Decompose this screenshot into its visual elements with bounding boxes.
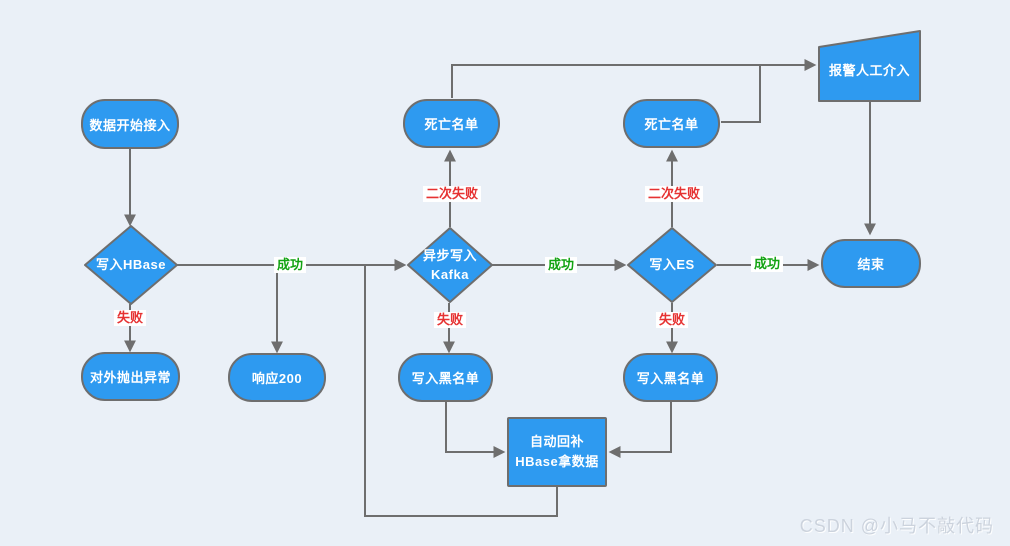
auto-backfill-label-line1: 自动回补 [529,433,584,449]
hbase-decision-diamond [84,225,178,305]
edge-label-success-kafka: 成功 [544,257,578,273]
kafka-decision-label: 异步写入 Kafka [406,240,494,290]
kafka-label-line2: Kafka [431,267,469,282]
edge-blacklist-left-to-auto-backfill [445,402,506,458]
edge-label-fail-es: 失败 [655,312,689,328]
edge-label-fail-hbase: 失败 [113,310,147,326]
csdn-watermark: CSDN @小马不敲代码 [799,516,994,536]
edge-label-success-hbase: 成功 [273,257,307,273]
flow-node-start: 数据开始接入 [81,99,179,149]
kafka-decision-diamond [407,227,493,303]
flow-node-dead-list-right: 死亡名单 [623,99,720,148]
flow-node-end: 结束 [821,239,921,288]
edge-auto-backfill-feedback-loop [364,266,558,517]
edge-label-second-fail-kafka: 二次失败 [422,186,482,202]
edge-label-success-es: 成功 [750,256,784,272]
edge-blacklist-right-to-auto-backfill [608,402,672,458]
auto-backfill-label-line2: HBase拿数据 [515,454,599,469]
hbase-decision-label: 写入HBase [96,257,166,273]
edge-label-fail-kafka: 失败 [433,312,467,328]
edge-dead-list-right-join-alert-line [721,66,761,123]
flow-node-response200: 响应200 [228,353,326,402]
edge-dead-list-left-to-alert [451,59,817,98]
flow-node-throw-exception: 对外抛出异常 [81,352,180,401]
flow-node-dead-list-left: 死亡名单 [403,99,500,148]
es-decision-diamond [627,227,717,303]
es-decision-label: 写入ES [649,257,695,273]
alert-manual-label: 报警人工介入 [828,63,910,79]
flow-node-blacklist-left: 写入黑名单 [398,353,493,402]
flow-node-auto-backfill: 自动回补 HBase拿数据 [507,417,607,487]
flow-node-blacklist-right: 写入黑名单 [623,353,718,402]
edge-label-second-fail-es: 二次失败 [644,186,704,202]
alert-manual-trapezoid [818,30,921,102]
kafka-label-line1: 异步写入 [422,247,477,263]
